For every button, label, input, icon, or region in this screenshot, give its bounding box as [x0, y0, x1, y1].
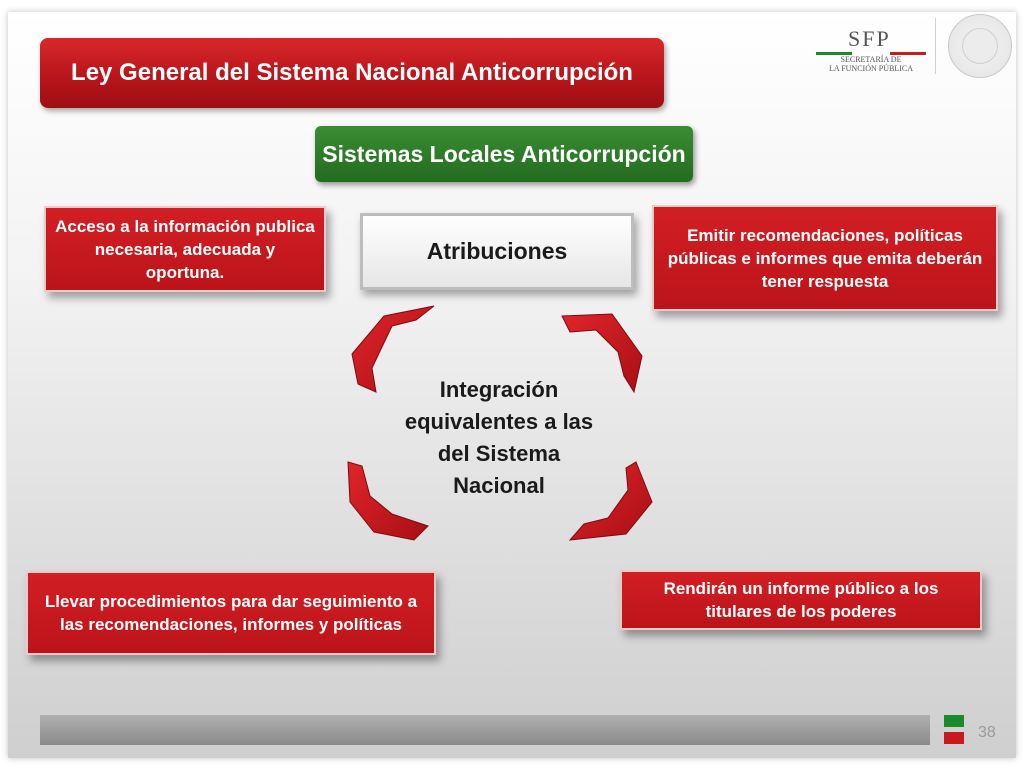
flag-green-block: [944, 715, 964, 727]
cycle-arrow-top-right: [561, 313, 643, 394]
slide-title: Ley General del Sistema Nacional Anticor…: [40, 38, 664, 108]
sfp-logo-stripe: [816, 52, 926, 55]
logo-divider: [935, 18, 936, 74]
sfp-logo-subtitle: SECRETARÍA DE LA FUNCIÓN PÚBLICA: [828, 55, 913, 73]
card-recommendations: Emitir recomendaciones, políticas públic…: [652, 205, 998, 311]
flag-red-block: [944, 732, 964, 744]
card-procedures: Llevar procedimientos para dar seguimien…: [26, 571, 436, 655]
subtitle-box: Sistemas Locales Anticorrupción: [315, 126, 693, 182]
footer-bar: [40, 715, 930, 745]
cycle-diagram: [347, 305, 653, 541]
card-access-information: Acceso a la información publica necesari…: [44, 206, 326, 292]
eagle-emblem-icon: [962, 28, 998, 64]
page-number: 38: [978, 724, 996, 741]
cycle-arrow-bottom-right: [568, 461, 653, 541]
card-public-report: Rendirán un informe público a los titula…: [620, 570, 982, 630]
cycle-arrow-bottom-left: [347, 461, 429, 541]
attributes-box: Atribuciones: [360, 213, 634, 290]
sfp-logo-text: SFP: [848, 26, 891, 51]
center-text: Integración equivalentes a las del Siste…: [404, 377, 594, 498]
cycle-arrow-top-left: [351, 305, 435, 393]
